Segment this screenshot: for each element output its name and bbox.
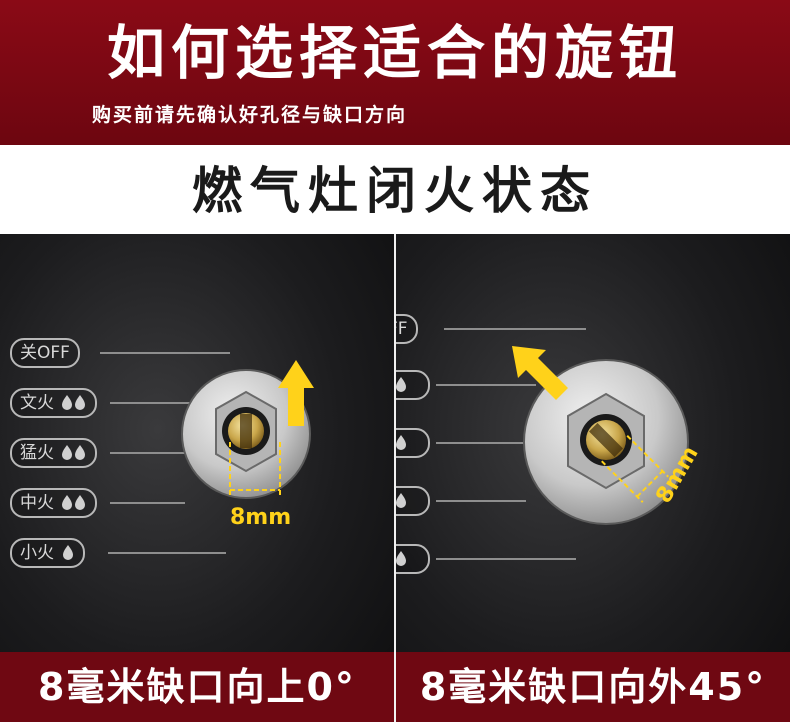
flame-icon (396, 550, 408, 568)
header-banner: 如何选择适合的旋钮 购买前请先确认好孔径与缺口方向 (0, 0, 790, 145)
label-line (110, 402, 190, 404)
shaft-slot (589, 423, 623, 457)
banner-subtitle: 购买前请先确认好孔径与缺口方向 (92, 104, 408, 126)
shaft-slot (240, 414, 252, 448)
panel-divider (394, 234, 396, 722)
label-flame (396, 544, 430, 574)
knob-diagram: 8mm (512, 346, 704, 525)
caption: 8毫米缺口向上0° (0, 652, 394, 722)
double-flame-icon (61, 444, 87, 462)
label-off: 关OFF (10, 338, 80, 368)
label-line (110, 452, 185, 454)
knob-diagram: 8mm (181, 360, 314, 530)
direction-arrow-icon (512, 346, 568, 400)
label-flame (396, 428, 430, 458)
caption: 8毫米缺口向外45° (396, 652, 790, 722)
dimension-label: 8mm (230, 505, 291, 530)
flame-icon (396, 376, 408, 394)
section-title: 燃气灶闭火状态 (192, 162, 598, 220)
label-line (100, 352, 230, 354)
banner-title: 如何选择适合的旋钮 (106, 19, 683, 87)
label-line (110, 502, 185, 504)
double-flame-icon (61, 494, 87, 512)
label-off-text: FF (396, 319, 408, 339)
label-off-text: 关OFF (20, 343, 70, 363)
label-flame (396, 370, 430, 400)
flame-icon (396, 434, 408, 452)
label-small: 小火 (10, 538, 86, 568)
direction-arrow-icon (278, 360, 314, 426)
label-line (108, 552, 226, 554)
label-off: FF (396, 314, 418, 344)
label-high: 猛火 (10, 438, 98, 468)
label-low: 文火 (10, 388, 98, 418)
label-flame (396, 486, 430, 516)
label-small-text: 小火 (20, 543, 54, 563)
dimension-marker (601, 435, 669, 503)
label-line (436, 500, 526, 502)
double-flame-icon (61, 394, 87, 412)
label-line (436, 384, 536, 386)
label-line (436, 558, 576, 560)
flame-icon (396, 492, 408, 510)
right-panel: FF 8mm (396, 234, 790, 722)
left-panel: 关OFF 文火 猛火 中火 小火 (0, 234, 394, 722)
label-high-text: 猛火 (20, 443, 54, 463)
label-mid: 中火 (10, 488, 98, 518)
flame-icon (61, 544, 75, 562)
label-line (444, 328, 586, 330)
label-mid-text: 中火 (20, 493, 54, 513)
label-low-text: 文火 (20, 393, 54, 413)
label-line (436, 442, 526, 444)
